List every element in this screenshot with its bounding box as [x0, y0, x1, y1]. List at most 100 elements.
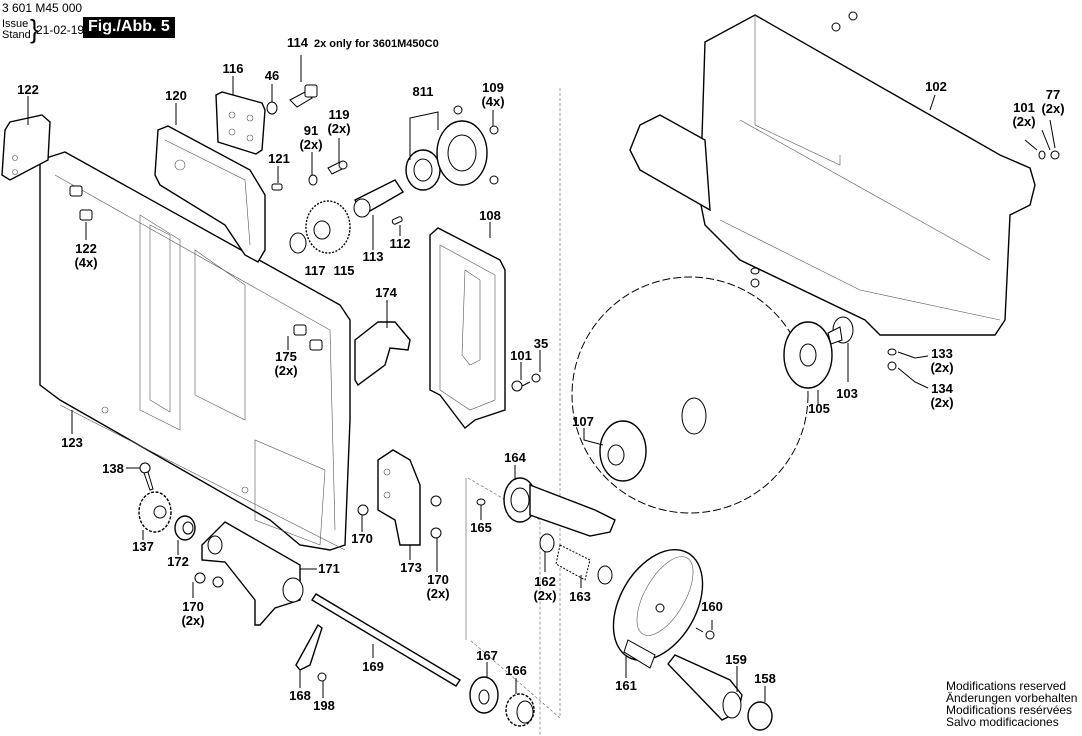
part-105-flange [783, 321, 833, 405]
issue-label: Issue Stand [2, 19, 31, 41]
part-198-screw [317, 672, 327, 682]
part-174-bracket [354, 321, 411, 387]
part-162-washers [539, 533, 613, 585]
part-label-173[interactable]: 173 [400, 560, 422, 575]
part-label-170-2x-left[interactable]: 170(2x) [181, 599, 205, 628]
part-label-162[interactable]: 162(2x) [533, 574, 557, 603]
part-122-studs [69, 185, 93, 221]
part-label-161[interactable]: 161 [615, 678, 637, 693]
part-138-screw [139, 462, 154, 491]
part-label-123[interactable]: 123 [61, 435, 83, 450]
part-112-key [391, 216, 403, 225]
part-label-170-2x-right[interactable]: 170(2x) [426, 572, 450, 601]
part-label-163[interactable]: 163 [569, 589, 591, 604]
part-107-flange [583, 420, 647, 482]
notice-line-fr: Modifications resérvées [946, 703, 1073, 717]
leader-lines [27, 76, 1051, 702]
part-label-168[interactable]: 168 [289, 688, 311, 703]
part-label-166[interactable]: 166 [505, 663, 527, 678]
part-167-washer [469, 676, 499, 714]
part-label-102[interactable]: 102 [925, 79, 947, 94]
part-label-158[interactable]: 158 [754, 671, 776, 686]
part-label-91[interactable]: 91(2x) [299, 123, 323, 152]
part-note-number: 114 [287, 35, 308, 50]
brace-symbol: } [30, 14, 39, 44]
part-label-117[interactable]: 117 [304, 263, 326, 278]
part-label-122[interactable]: 122 [17, 82, 39, 97]
part-label-77[interactable]: 77(2x) [1041, 87, 1065, 116]
notice-line-en: Modifications reserved [946, 679, 1067, 693]
modifications-notice: Modifications reserved Änderungen vorbeh… [946, 680, 1077, 728]
part-116-shim [215, 91, 266, 155]
part-165-set-screw [476, 498, 486, 506]
part-label-107[interactable]: 107 [572, 414, 594, 429]
part-102-fasteners [750, 11, 1060, 389]
part-160-screw [695, 627, 715, 640]
part-label-137[interactable]: 137 [132, 539, 154, 554]
part-label-160[interactable]: 160 [701, 599, 723, 614]
part-label-167[interactable]: 167 [476, 648, 498, 663]
part-label-112[interactable]: 112 [389, 236, 411, 251]
part-114-screw [289, 55, 318, 108]
part-label-138[interactable]: 138 [102, 461, 124, 476]
part-label-198[interactable]: 198 [313, 698, 335, 713]
part-label-116[interactable]: 116 [222, 61, 244, 76]
part-label-171[interactable]: 171 [318, 561, 340, 576]
part-173-bracket [377, 449, 421, 546]
part-label-159[interactable]: 159 [725, 652, 747, 667]
part-label-175[interactable]: 175(2x) [274, 349, 298, 378]
part-121-pin [271, 183, 283, 191]
issue-date: 21-02-19 [36, 23, 85, 37]
part-161-handwheel [612, 548, 704, 669]
part-saw-blade [571, 276, 809, 514]
part-35-screw [521, 373, 541, 387]
part-label-174[interactable]: 174 [375, 285, 397, 300]
notice-line-es: Salvo modificaciones [946, 715, 1059, 729]
part-115-gear [305, 200, 351, 254]
part-164-clamp-lever [503, 477, 616, 537]
notice-line-de: Änderungen vorbehalten [946, 691, 1078, 705]
part-label-108[interactable]: 108 [479, 208, 501, 223]
part-label-101[interactable]: 101 [510, 348, 532, 363]
part-label-811[interactable]: 811 [412, 84, 434, 99]
part-158-end-cap [747, 701, 773, 731]
part-label-103[interactable]: 103 [836, 386, 858, 401]
issue-label-de: Stand [2, 29, 31, 41]
part-119-screw [327, 160, 348, 175]
part-label-122-4x[interactable]: 122(4x) [74, 241, 98, 270]
part-172-nut [174, 515, 196, 541]
part-811-bearing-assembly [405, 111, 488, 191]
part-label-170[interactable]: 170 [351, 531, 373, 546]
part-label-164[interactable]: 164 [504, 450, 526, 465]
part-168-lever [295, 623, 323, 671]
part-label-115[interactable]: 115 [333, 263, 355, 278]
part-label-169[interactable]: 169 [362, 659, 384, 674]
part-label-133[interactable]: 133(2x) [930, 346, 954, 375]
part-label-165[interactable]: 165 [470, 520, 492, 535]
part-label-35[interactable]: 35 [533, 336, 549, 351]
part-171-bracket [201, 521, 304, 626]
part-label-119[interactable]: 119(2x) [327, 107, 351, 136]
part-label-172[interactable]: 172 [167, 554, 189, 569]
part-label-113[interactable]: 113 [362, 249, 384, 264]
part-label-134[interactable]: 134(2x) [930, 381, 954, 410]
issue-label-en: Issue [2, 18, 29, 30]
part-113-shaft [353, 179, 404, 218]
part-label-101-2x[interactable]: 101(2x) [1012, 100, 1036, 129]
part-label-121[interactable]: 121 [268, 151, 290, 166]
part-label-46[interactable]: 46 [264, 68, 280, 83]
part-163-spring [555, 544, 591, 581]
part-137-knob [138, 491, 172, 533]
figure-label: Fig./Abb. 5 [83, 17, 175, 38]
part-170-screws [194, 495, 442, 588]
part-122-end-cap [1, 114, 51, 181]
part-169-threaded-rod [311, 593, 461, 687]
part-label-105[interactable]: 105 [808, 401, 830, 416]
part-117-circlip [289, 232, 307, 254]
part-109-screws [453, 105, 499, 185]
part-103-bolt [827, 316, 854, 382]
part-label-109[interactable]: 109(4x) [481, 80, 505, 109]
part-175-studs [293, 324, 323, 351]
part-label-120[interactable]: 120 [165, 88, 187, 103]
